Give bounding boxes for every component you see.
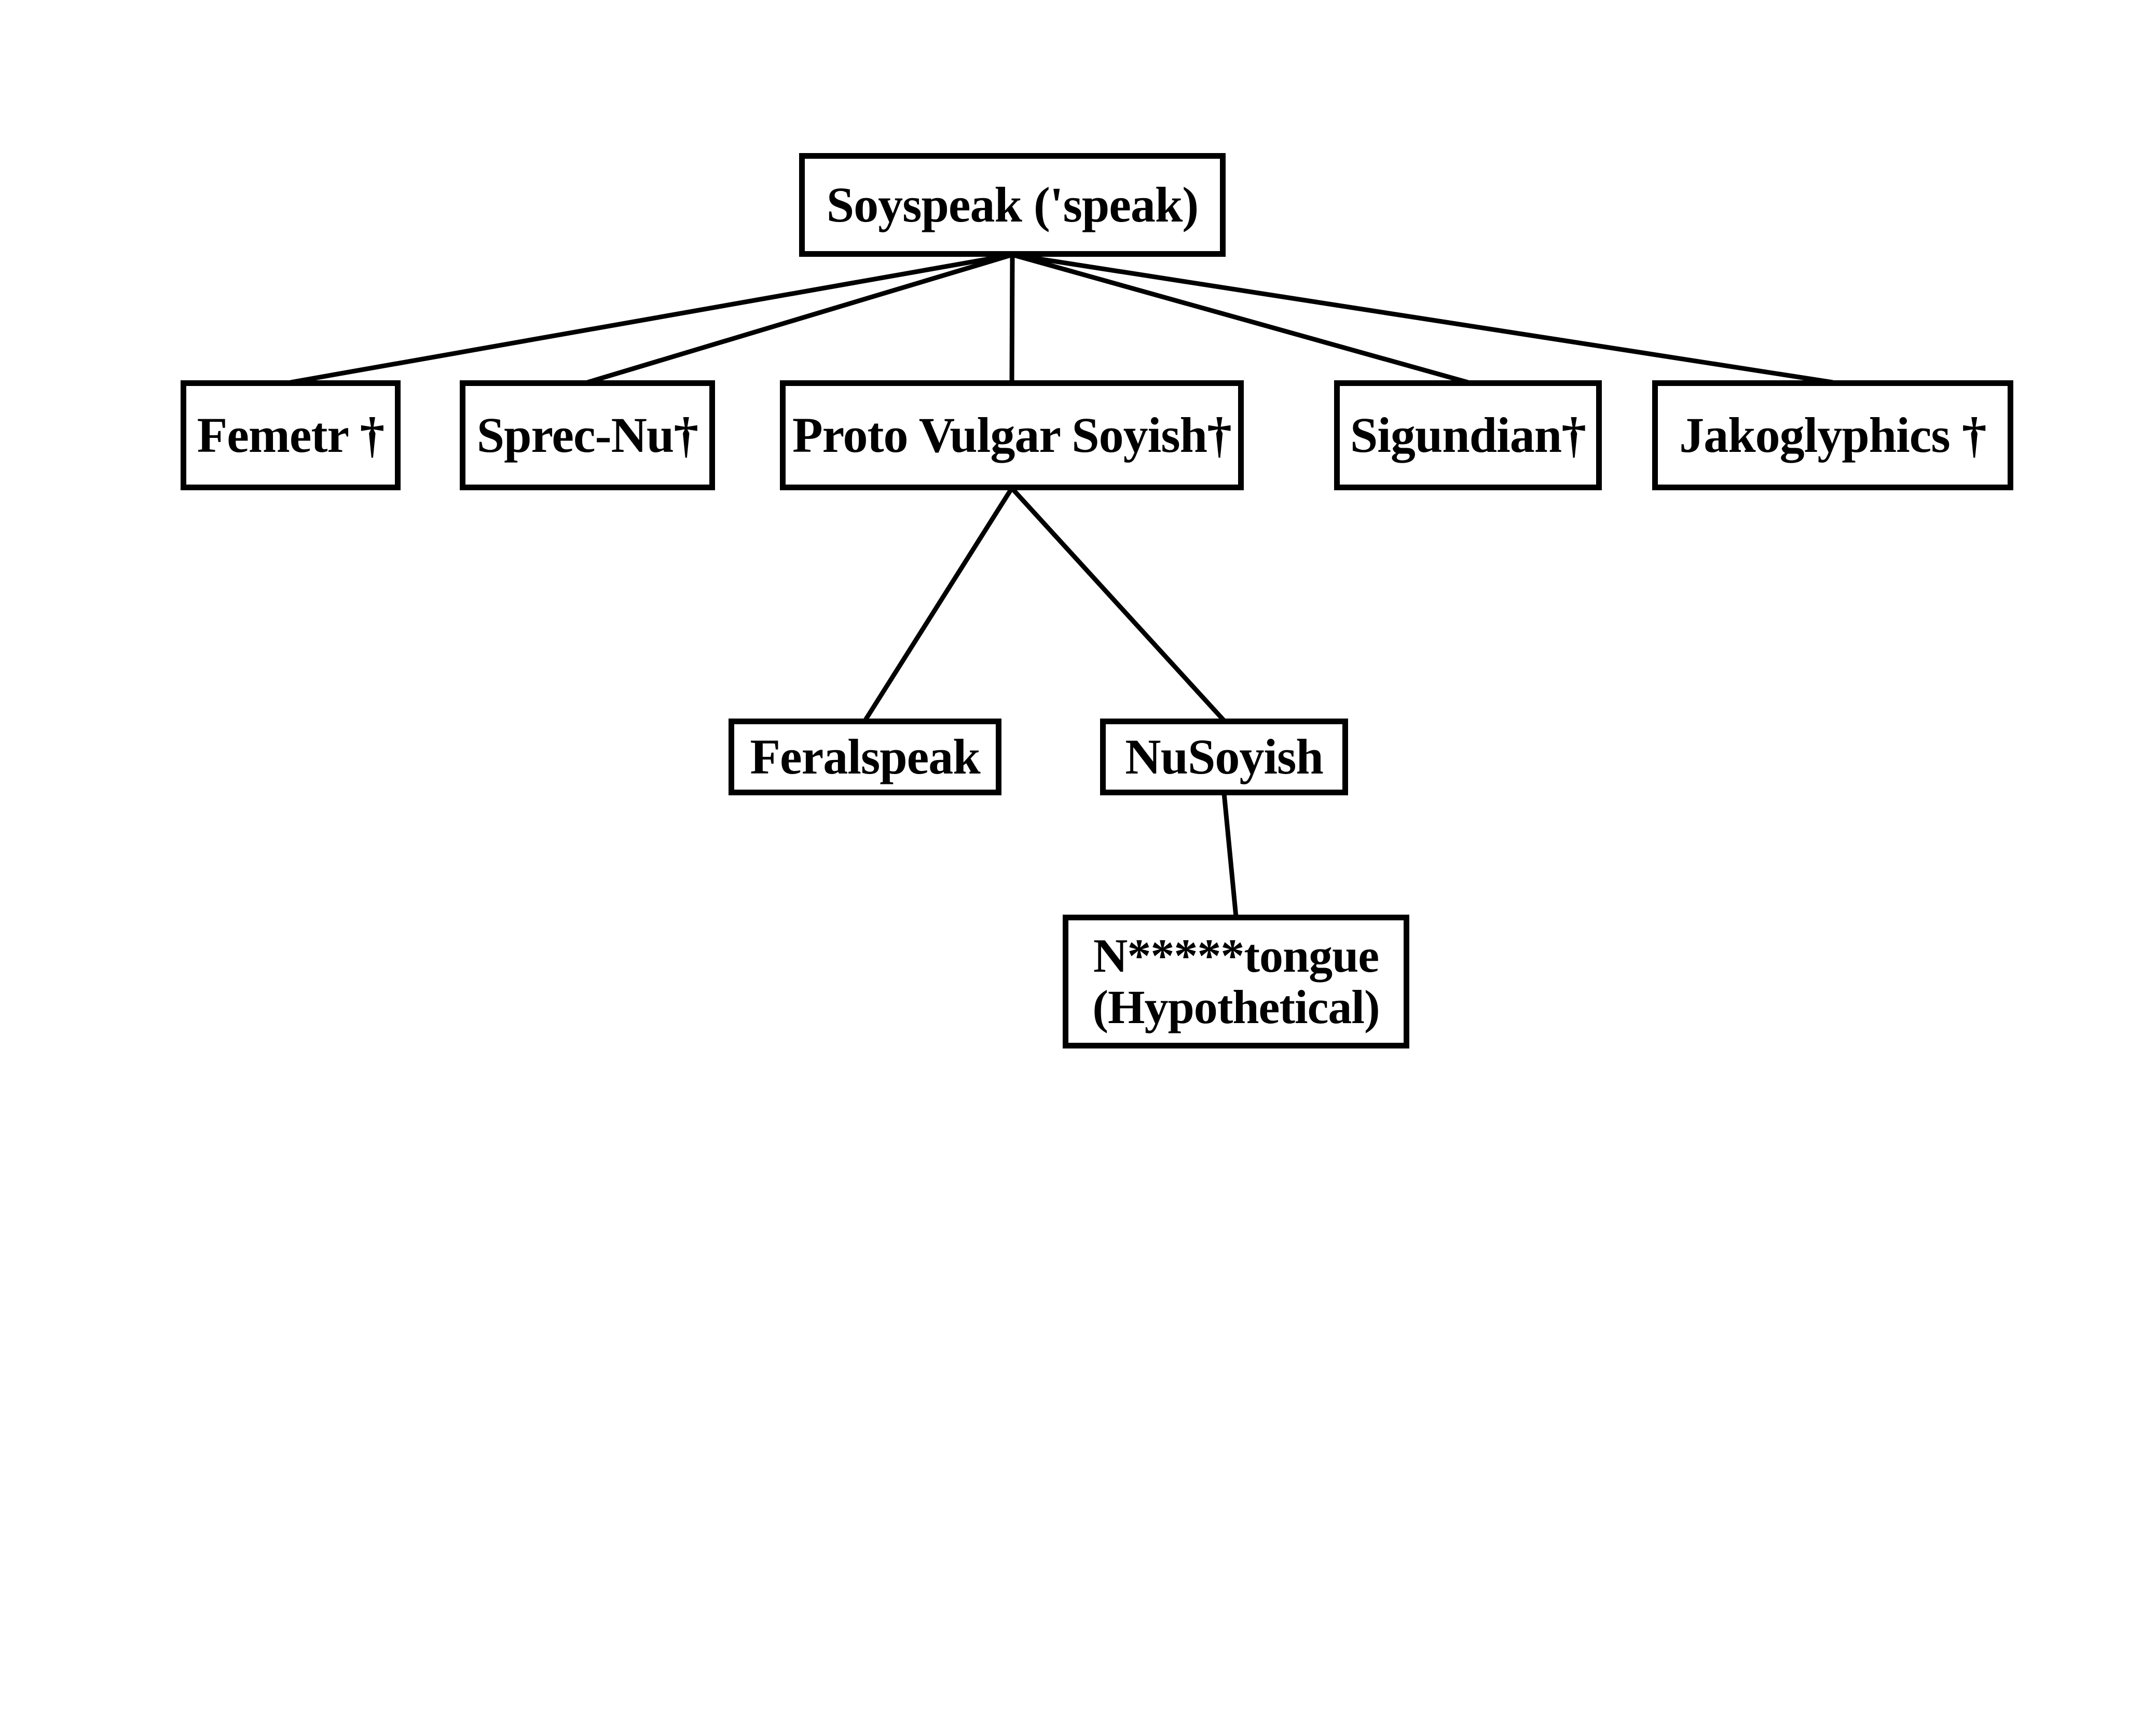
tree-node-label: Femetr † — [197, 407, 385, 463]
tree-node-feralspeak: Feralspeak — [729, 719, 1001, 795]
tree-node-hypothetical-tongue: N*****tongue (Hypothetical) — [1063, 915, 1409, 1048]
tree-node-sigundian: Sigundian† — [1334, 380, 1602, 490]
tree-node-label: Soyspeak ('speak) — [826, 177, 1199, 233]
tree-node-jakoglyphics: Jakoglyphics † — [1652, 380, 2013, 490]
tree-node-nusoyish: NuSoyish — [1100, 719, 1348, 795]
tree-node-femetr: Femetr † — [181, 380, 401, 490]
tree-node-label: Jakoglyphics † — [1679, 407, 1986, 463]
tree-node-label: Sprec-Nu† — [476, 407, 699, 463]
tree-node-label: Proto Vulgar Soyish† — [792, 407, 1232, 463]
tree-node-label: NuSoyish — [1125, 729, 1324, 785]
tree-node-label: Feralspeak — [750, 729, 980, 785]
tree-node-label: Sigundian† — [1350, 407, 1586, 463]
tree-node-soyspeak: Soyspeak ('speak) — [799, 153, 1226, 257]
tree-node-label-line2: (Hypothetical) — [1092, 981, 1380, 1033]
tree-node-label-line1: N*****tongue — [1093, 929, 1379, 982]
tree-node-sprec-nu: Sprec-Nu† — [460, 380, 715, 490]
tree-node-proto-vulgar-soyish: Proto Vulgar Soyish† — [780, 380, 1244, 490]
